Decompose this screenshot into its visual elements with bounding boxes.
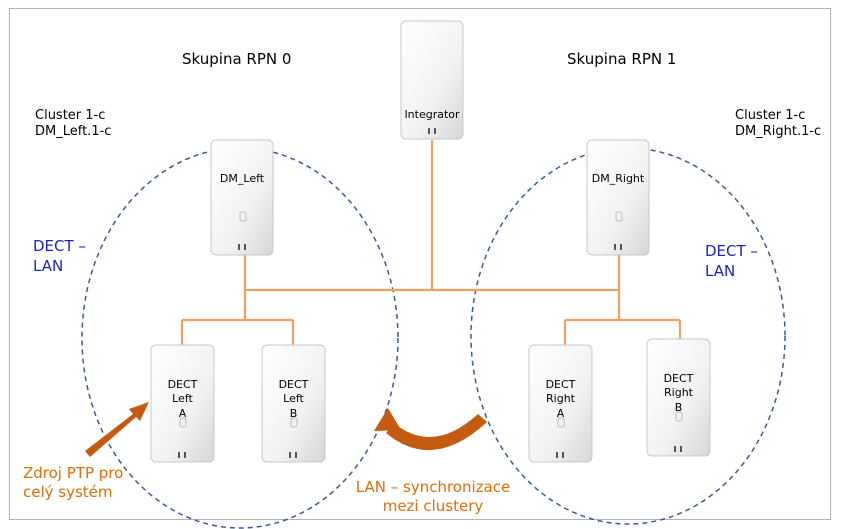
dect-left-a-line3: A [178, 406, 187, 420]
dect-left-a-line2: Left [172, 392, 193, 406]
cluster-right-line1: Cluster 1-c [735, 108, 806, 123]
sync-note: LAN – synchronizace mezi clustery [333, 478, 533, 516]
sync-note-line2: mezi clustery [382, 496, 484, 515]
dect-right-b-line1: DECT [663, 372, 694, 385]
dect-left-a-line1: DECT [167, 378, 198, 391]
ptp-source-arrow [85, 402, 149, 457]
cluster-label-left: Cluster 1-c DM_Left.1-c [35, 108, 111, 139]
cluster-right-line2: DM_Right.1-c [735, 123, 822, 139]
dect-right-a-label: DECT Right A [529, 378, 592, 421]
dect-left-b-label: DECT Left B [262, 378, 325, 421]
sync-curved-arrow [374, 408, 487, 451]
dect-right-b-line2: Right [664, 386, 693, 400]
dect-right-a-line2: Right [546, 392, 575, 406]
ptp-note-line1: Zdroj PTP pro [23, 464, 124, 482]
cluster-left-line1: Cluster 1-c [35, 108, 106, 123]
dm-right-label: DM_Right [591, 172, 645, 185]
dect-lan-right-line2: LAN [705, 261, 736, 280]
dect-lan-left-line1: DECT – [33, 237, 86, 255]
device-integrator [400, 20, 464, 140]
cluster-label-right: Cluster 1-c DM_Right.1-c [735, 108, 821, 139]
dect-left-b-line1: DECT [278, 378, 309, 391]
dect-lan-label-right: DECT – LAN [705, 242, 758, 281]
dect-right-a-line1: DECT [545, 378, 576, 391]
dect-left-b-line2: Left [283, 392, 304, 406]
device-dect-right-a [528, 344, 593, 463]
device-dm-right [586, 139, 650, 256]
dect-left-a-label: DECT Left A [151, 378, 214, 421]
dect-lan-right-line1: DECT – [705, 242, 758, 260]
ptp-note-line2: celý systém [23, 482, 113, 501]
device-dm-left [210, 139, 274, 256]
group-title-left: Skupina RPN 0 [182, 50, 292, 68]
dm-left-label: DM_Left [219, 172, 265, 185]
dect-right-b-line3: B [674, 400, 683, 414]
dect-right-a-line3: A [556, 406, 565, 420]
cluster-left-line2: DM_Left.1-c [35, 123, 112, 139]
dect-left-b-line3: B [289, 406, 298, 420]
dect-right-b-label: DECT Right B [647, 372, 710, 415]
device-dect-left-b [261, 344, 326, 463]
integrator-label: Integrator [404, 108, 460, 121]
dect-lan-label-left: DECT – LAN [33, 237, 86, 276]
lan-links [180, 140, 682, 345]
diagram-frame [9, 8, 831, 520]
device-dect-left-a [150, 344, 215, 463]
group-title-right: Skupina RPN 1 [567, 50, 677, 68]
dect-lan-left-line2: LAN [33, 256, 64, 275]
sync-note-line1: LAN – synchronizace [355, 478, 511, 496]
ptp-source-note: Zdroj PTP pro celý systém [23, 464, 123, 502]
device-dect-right-b [646, 338, 711, 457]
